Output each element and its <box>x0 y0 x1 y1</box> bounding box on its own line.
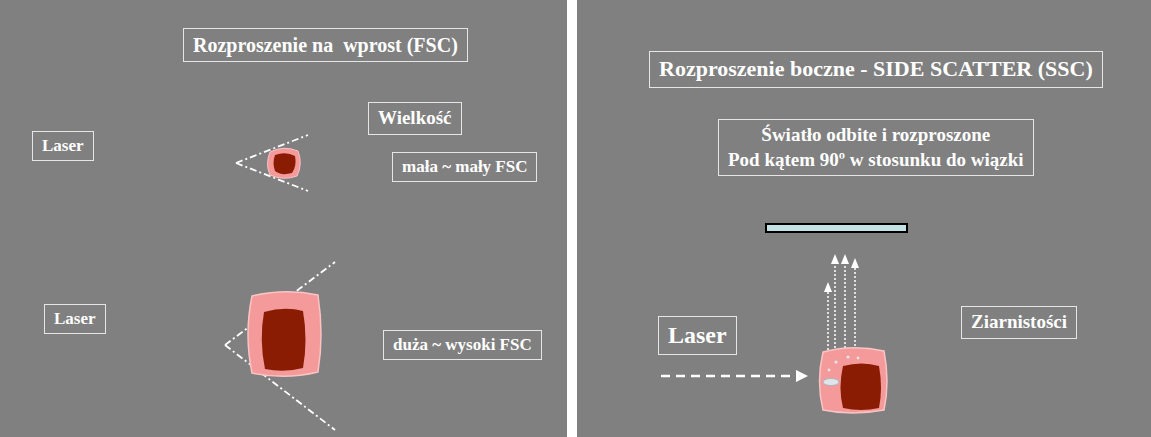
slide-title: Rozproszenie boczne - SIDE SCATTER (SSC) <box>649 51 1103 88</box>
property-label: Ziarnistości <box>961 306 1077 339</box>
box-text: Pod kątem 90º w stosunku do wiązki <box>728 148 1024 173</box>
laser-label: Laser <box>32 131 94 161</box>
box-text: Laser <box>668 320 727 351</box>
box-text: duża ~ wysoki FSC <box>393 334 532 356</box>
slide-title: Rozproszenie na wprost (FSC) <box>183 28 468 62</box>
property-label: Wielkość <box>368 102 462 135</box>
small-scatter-cone <box>236 135 308 191</box>
size-note: mała ~ mały FSC <box>392 152 537 182</box>
left-slide <box>0 0 567 437</box>
scatter-arrowheads <box>824 254 859 292</box>
box-text: Rozproszenie na wprost (FSC) <box>193 32 458 58</box>
large-cell <box>248 292 321 377</box>
size-note: duża ~ wysoki FSC <box>383 330 542 360</box>
right-slide <box>577 0 1151 437</box>
box-text: Laser <box>54 308 96 330</box>
laser-beam <box>661 370 808 382</box>
laser-label: Laser <box>44 304 106 334</box>
box-text: Ziarnistości <box>971 310 1067 335</box>
box-text: Laser <box>42 135 84 157</box>
granular-cell <box>820 348 888 413</box>
description-box: Światło odbite i rozproszonePod kątem 90… <box>718 119 1034 176</box>
laser-label: Laser <box>658 316 737 355</box>
large-scatter-cone <box>225 262 335 430</box>
box-text: Światło odbite i rozproszone <box>728 123 1024 148</box>
box-text: mała ~ mały FSC <box>402 156 527 178</box>
box-text: Rozproszenie boczne - SIDE SCATTER (SSC) <box>659 55 1093 84</box>
small-cell <box>268 148 301 178</box>
box-text: Wielkość <box>378 106 452 131</box>
detector-bar <box>766 224 907 232</box>
